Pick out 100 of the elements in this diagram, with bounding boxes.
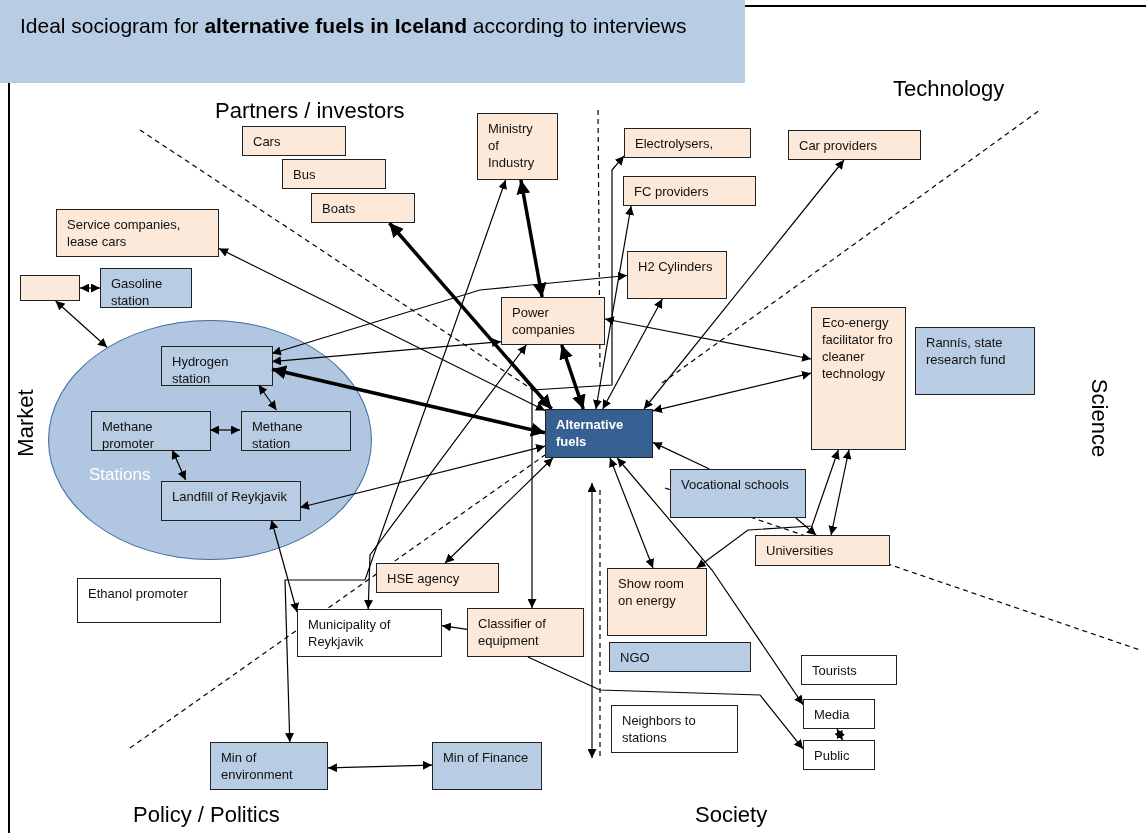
connector-arrow bbox=[388, 221, 553, 411]
actor-label: Eco-energy facilitator fro cleaner technology bbox=[822, 314, 894, 382]
sector-label: Partners / investors bbox=[215, 98, 405, 124]
actor-box bbox=[670, 469, 806, 518]
actor-box bbox=[432, 742, 542, 790]
actor-box bbox=[20, 275, 80, 301]
actor-label: Hydrogen station bbox=[172, 353, 230, 387]
connector-arrow bbox=[609, 457, 654, 569]
actor-label: Electrolysers, bbox=[635, 135, 715, 152]
connector-arrow bbox=[364, 344, 527, 610]
actor-box bbox=[803, 740, 875, 770]
connector-arrow bbox=[516, 179, 547, 298]
actor-label: H2 Cylinders bbox=[638, 258, 714, 275]
connector-arrow bbox=[284, 179, 507, 743]
actor-box bbox=[803, 699, 875, 729]
connector-arrow bbox=[299, 444, 546, 510]
actor-box bbox=[811, 307, 906, 450]
connector-arrow bbox=[209, 425, 241, 435]
actor-box bbox=[545, 409, 653, 458]
actor-label: Min of Finance bbox=[443, 749, 530, 766]
connector-arrow bbox=[602, 298, 663, 410]
connector-arrow bbox=[643, 159, 845, 410]
sector-label: Science bbox=[1086, 378, 1113, 458]
actor-label: Cars bbox=[253, 133, 282, 150]
actor-box bbox=[607, 568, 707, 636]
actor-box bbox=[91, 411, 211, 451]
actor-box bbox=[241, 411, 351, 451]
actor-label: Gasoline station bbox=[111, 275, 164, 309]
connector-arrow bbox=[616, 457, 804, 706]
actor-label: Service companies, lease cars bbox=[67, 216, 182, 250]
actor-box bbox=[100, 268, 192, 308]
actor-label: NGO bbox=[620, 649, 651, 666]
actor-box bbox=[624, 128, 751, 158]
actor-label: Neighbors to stations bbox=[622, 712, 697, 746]
actor-label: Tourists bbox=[812, 662, 858, 679]
actor-label: Bus bbox=[293, 166, 317, 183]
actor-label: Municipality of Reykjavik bbox=[308, 616, 392, 650]
actor-box bbox=[609, 642, 751, 672]
connector-arrow bbox=[795, 517, 817, 536]
actor-label: Media bbox=[814, 706, 851, 723]
connector-arrow bbox=[593, 205, 634, 410]
actor-box bbox=[467, 608, 584, 657]
actor-label: Boats bbox=[322, 200, 357, 217]
connector-arrow bbox=[527, 656, 804, 750]
connector-arrow bbox=[55, 300, 108, 348]
actor-label: Car providers bbox=[799, 137, 879, 154]
connector-arrow bbox=[828, 449, 852, 536]
actor-box bbox=[56, 209, 219, 257]
connector-arrow bbox=[269, 519, 299, 613]
actor-box bbox=[376, 563, 499, 593]
actor-box bbox=[623, 176, 756, 206]
connector-arrow bbox=[171, 449, 187, 481]
diagram-title: Ideal sociogram for alternative fuels in Iceland according to interviews bbox=[0, 0, 745, 83]
actor-label: Methane station bbox=[252, 418, 304, 452]
actor-box bbox=[611, 705, 738, 753]
actor-label: Alternative fuels bbox=[556, 416, 625, 450]
connector-arrow bbox=[258, 384, 277, 411]
sector-label: Market bbox=[12, 389, 39, 457]
actor-label: Public bbox=[814, 747, 851, 764]
connector-arrow bbox=[218, 247, 546, 412]
connector-arrow bbox=[527, 155, 625, 609]
sector-label: Technology bbox=[893, 76, 1005, 102]
actor-label: Rannís, state research fund bbox=[926, 334, 1007, 368]
actor-box bbox=[161, 346, 273, 386]
connector-arrow bbox=[652, 441, 710, 470]
actor-box bbox=[297, 609, 442, 657]
group-label: Stations bbox=[89, 466, 151, 483]
actor-label: FC providers bbox=[634, 183, 710, 200]
sector-label: Society bbox=[695, 802, 768, 828]
connector-arrow bbox=[271, 365, 546, 437]
actor-label: Vocational schools bbox=[681, 476, 790, 493]
sector-label: Policy / Politics bbox=[133, 802, 280, 828]
actor-box bbox=[477, 113, 558, 180]
connector-arrow bbox=[834, 728, 846, 741]
actor-label: Show room on energy bbox=[618, 575, 685, 609]
connector-arrow bbox=[441, 622, 468, 632]
connector-arrow bbox=[652, 370, 812, 414]
connector-arrow bbox=[271, 271, 628, 356]
actor-label: Ethanol promoter bbox=[88, 585, 189, 602]
actor-label: Methane promoter bbox=[102, 418, 156, 452]
connector-arrow bbox=[696, 449, 840, 569]
actor-box bbox=[627, 251, 727, 299]
actor-box bbox=[282, 159, 386, 189]
connector-arrow bbox=[559, 344, 586, 410]
connector-arrow bbox=[327, 760, 433, 773]
connector-arrow bbox=[444, 457, 554, 564]
actor-label: Min of environment bbox=[221, 749, 294, 783]
actor-box bbox=[210, 742, 328, 790]
actor-box bbox=[915, 327, 1035, 395]
actor-label: Classifier of equipment bbox=[478, 615, 547, 649]
actor-box bbox=[311, 193, 415, 223]
actor-box bbox=[788, 130, 921, 160]
actor-label: Ministry of Industry bbox=[488, 120, 536, 171]
actor-box bbox=[161, 481, 301, 521]
connector-arrow bbox=[271, 338, 502, 366]
actor-label: Landfill of Reykjavik bbox=[172, 488, 288, 505]
connector-arrow bbox=[604, 316, 812, 362]
actor-label: Universities bbox=[766, 542, 835, 559]
actor-label: HSE agency bbox=[387, 570, 461, 587]
actor-box bbox=[77, 578, 221, 623]
